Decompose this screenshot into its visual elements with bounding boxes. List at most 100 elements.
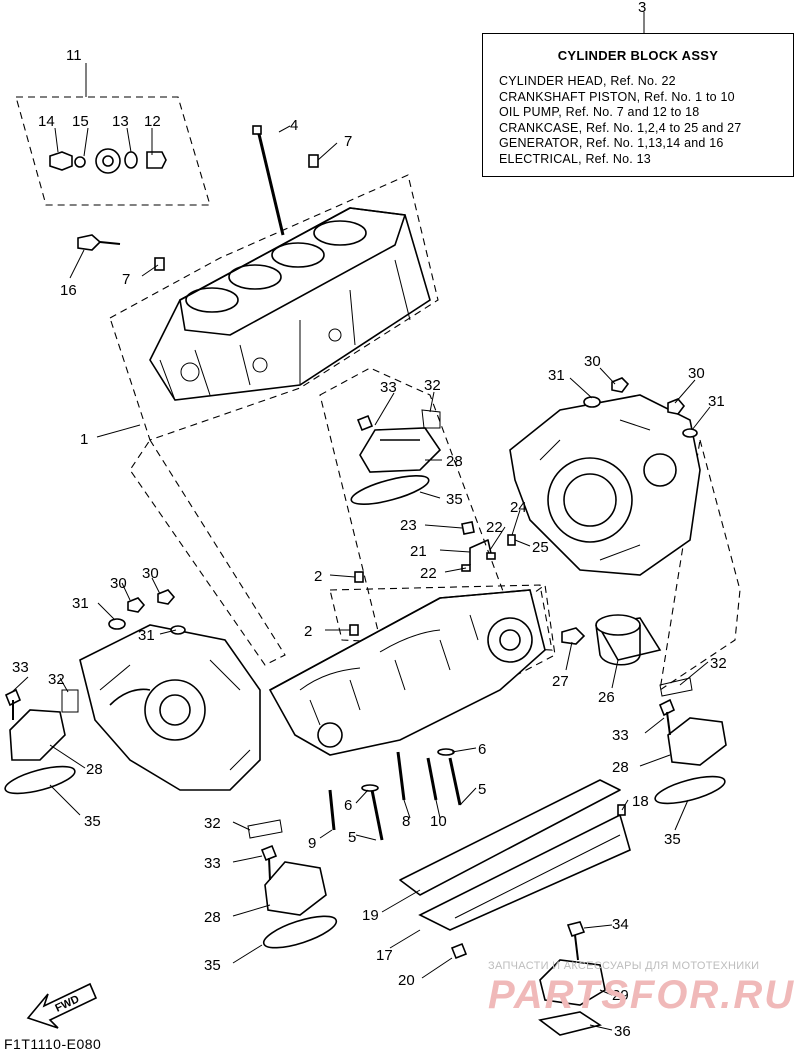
reference-line: GENERATOR, Ref. No. 1,13,14 and 16 <box>499 136 724 150</box>
diagram-code: F1T1110-E080 <box>4 1036 102 1052</box>
callout-29: 29 <box>612 987 629 1004</box>
leader-lines <box>11 12 711 1031</box>
right-bolts <box>583 377 698 438</box>
callout-33d: 33 <box>204 855 221 872</box>
reference-title: CYLINDER BLOCK ASSY <box>557 48 719 63</box>
cylinder-block <box>149 207 431 401</box>
callout-31c: 31 <box>72 595 89 612</box>
head-group-outline <box>319 367 556 721</box>
callout-12: 12 <box>144 113 161 130</box>
callout-27: 27 <box>552 673 569 690</box>
callout-30d: 30 <box>142 565 159 582</box>
callout-34: 34 <box>612 916 629 933</box>
callout-22a: 22 <box>486 519 503 536</box>
callout-1: 1 <box>80 431 88 448</box>
breather-cover-lower <box>247 819 338 949</box>
crankcase-upper-outline <box>329 584 553 651</box>
callout-30a: 30 <box>584 353 601 370</box>
callout-21: 21 <box>410 543 427 560</box>
dowel-pin <box>154 257 165 271</box>
callout-32a: 32 <box>424 377 441 394</box>
callout-5b: 5 <box>348 829 356 846</box>
oil-filter <box>561 614 662 666</box>
callout-7a: 7 <box>344 133 352 150</box>
left-bolts <box>108 589 186 635</box>
reference-line: CRANKSHAFT PISTON, Ref. No. 1 to 10 <box>499 89 735 104</box>
breather-cover-upper <box>350 409 442 505</box>
callout-31b: 31 <box>708 393 725 410</box>
callout-23: 23 <box>400 517 417 534</box>
callout-33b: 33 <box>12 659 29 676</box>
watermark-tagline: ЗАПЧАСТИ И АКСЕССУАРЫ ДЛЯ МОТОТЕХНИКИ <box>488 960 760 972</box>
watermark-logo: PARTSFOR.RU <box>488 973 796 1017</box>
oil-pump-group-outline <box>15 96 211 206</box>
callout-16: 16 <box>60 282 77 299</box>
callout-3: 3 <box>638 0 646 16</box>
reference-line: CYLINDER HEAD, Ref. No. 22 <box>499 74 676 88</box>
callout-35c: 35 <box>664 831 681 848</box>
right-cover-outline <box>659 439 741 692</box>
generator-cover-right <box>509 394 701 576</box>
callout-labels: 3 11 14 15 13 12 4 7 7 16 1 33 32 31 30 … <box>12 0 727 1040</box>
reference-line: CRANKCASE, Ref. No. 1,2,4 to 25 and 27 <box>499 120 742 135</box>
callout-2a: 2 <box>314 568 322 585</box>
reference-list: CYLINDER HEAD, Ref. No. 22 CRANKSHAFT PI… <box>499 74 741 167</box>
callout-25: 25 <box>532 539 549 556</box>
callout-6b: 6 <box>344 797 352 814</box>
callout-11: 11 <box>66 47 82 64</box>
reference-line: OIL PUMP, Ref. No. 7 and 12 to 18 <box>499 105 700 119</box>
breather-cover-left <box>4 688 79 795</box>
fwd-arrow: FWD <box>26 982 98 1029</box>
callout-2b: 2 <box>304 623 312 640</box>
breather-cover-right <box>654 677 727 805</box>
stud-bolt <box>252 125 285 236</box>
callout-17: 17 <box>376 947 393 964</box>
callout-20: 20 <box>398 972 415 989</box>
callout-31d: 31 <box>138 627 155 644</box>
callout-28a: 28 <box>446 453 463 470</box>
group-outlines <box>15 96 741 721</box>
callout-33c: 33 <box>612 727 629 744</box>
callout-30b: 30 <box>688 365 705 382</box>
dowel-pin <box>308 154 319 168</box>
callout-7b: 7 <box>122 271 130 288</box>
callout-13: 13 <box>112 113 129 130</box>
reference-box: CYLINDER BLOCK ASSY CYLINDER HEAD, Ref. … <box>482 33 794 177</box>
callout-35a: 35 <box>446 491 463 508</box>
oil-pump-small-parts <box>49 148 167 251</box>
bracket-assembly <box>538 921 606 1036</box>
generator-cover-left <box>79 624 261 791</box>
callout-32d: 32 <box>204 815 221 832</box>
callout-31a: 31 <box>548 367 565 384</box>
callout-4: 4 <box>290 117 298 134</box>
callout-28d: 28 <box>204 909 221 926</box>
callout-28b: 28 <box>86 761 103 778</box>
callout-36: 36 <box>614 1023 631 1040</box>
callout-18: 18 <box>632 793 649 810</box>
oil-pan <box>399 779 631 960</box>
callout-33a: 33 <box>380 379 397 396</box>
callout-14: 14 <box>38 113 55 130</box>
callout-24: 24 <box>510 499 527 516</box>
crankcase-bolts <box>328 748 462 841</box>
callout-35d: 35 <box>204 957 221 974</box>
callout-26: 26 <box>598 689 615 706</box>
reference-line: ELECTRICAL, Ref. No. 13 <box>499 151 651 166</box>
callout-28c: 28 <box>612 759 629 776</box>
callout-30c: 30 <box>110 575 127 592</box>
callout-6a: 6 <box>478 741 486 758</box>
callout-22b: 22 <box>420 565 437 582</box>
dowel-pin <box>354 571 364 583</box>
callout-19: 19 <box>362 907 379 924</box>
callout-32b: 32 <box>48 671 65 688</box>
callout-9: 9 <box>308 835 316 852</box>
callout-35b: 35 <box>84 813 101 830</box>
cylinder-leader-band <box>129 438 286 666</box>
callout-8: 8 <box>402 813 410 830</box>
callout-5a: 5 <box>478 781 486 798</box>
crankcase <box>268 589 546 756</box>
callout-10: 10 <box>430 813 447 830</box>
callout-15: 15 <box>72 113 89 130</box>
